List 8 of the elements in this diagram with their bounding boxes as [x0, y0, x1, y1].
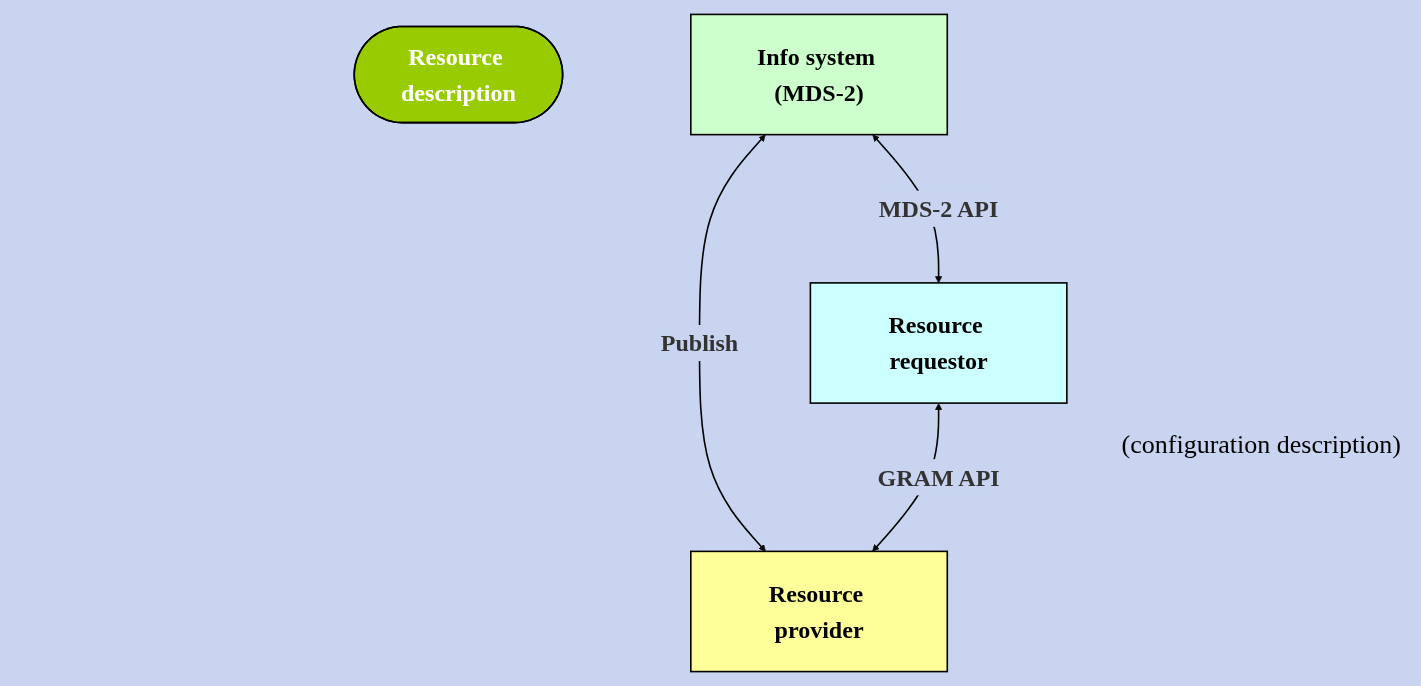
edge-label: MDS-2 API [878, 195, 999, 222]
arrow [698, 134, 766, 552]
node-box: Resource provider [689, 550, 948, 673]
note-text: (configuration description) [1121, 430, 1401, 460]
node-box: Resource requestor [809, 282, 1068, 404]
node-box: Info system (MDS-2) [689, 13, 948, 136]
edge-label: GRAM API [877, 464, 1000, 491]
edge-label: Publish [660, 329, 739, 357]
